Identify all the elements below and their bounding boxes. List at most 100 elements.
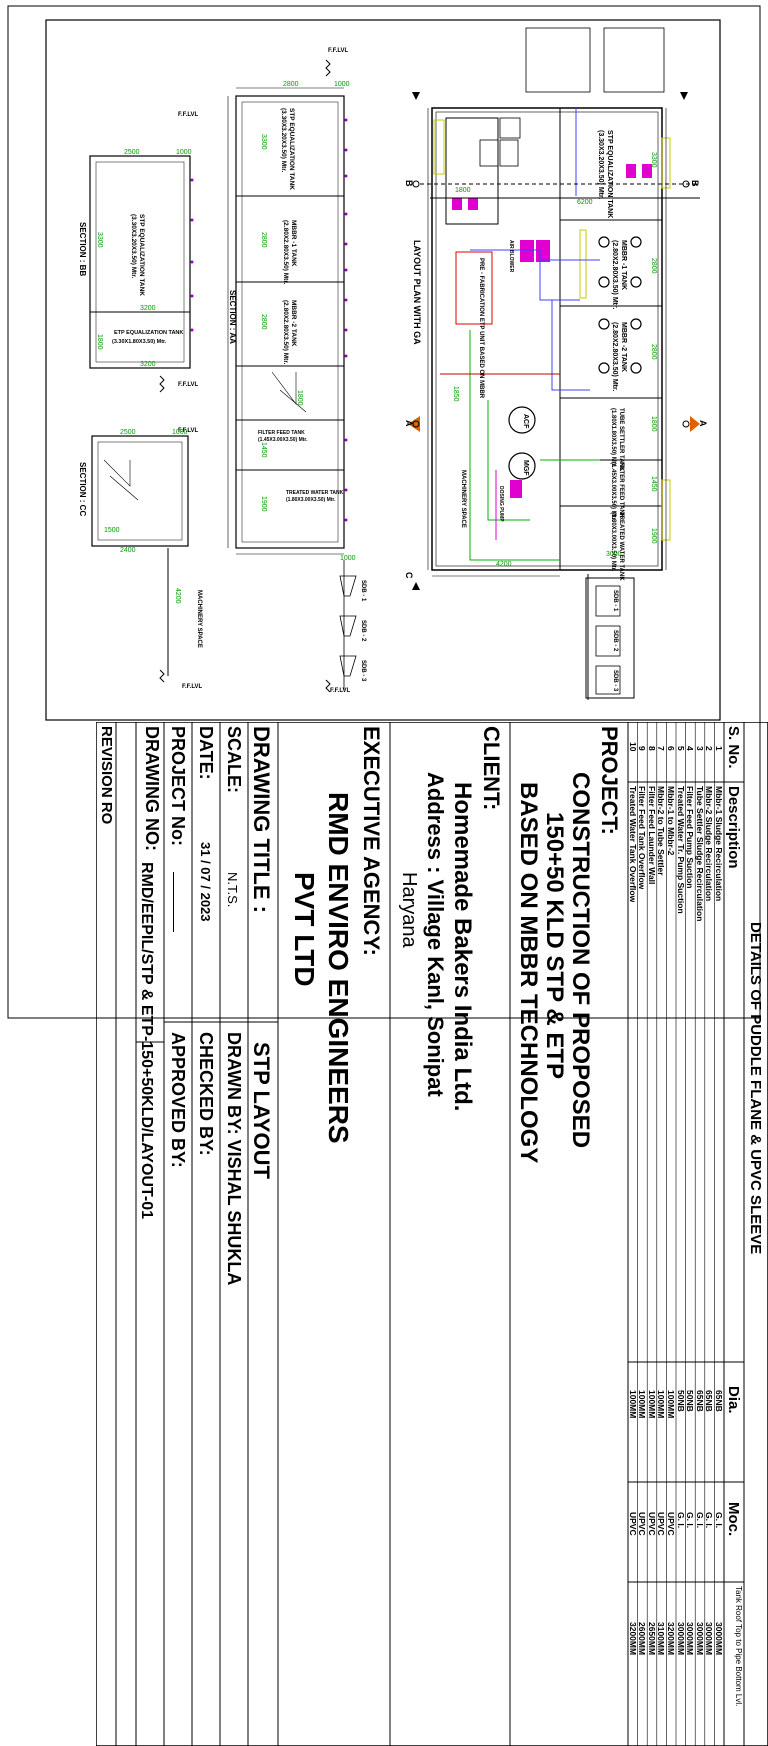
drawing-title-label: DRAWING TITLE :	[249, 726, 274, 913]
approved-by: APPROVED BY:	[168, 1032, 188, 1168]
row-moc: UPVC	[637, 1512, 648, 1536]
aa-mbbr2: MBBR -2 TANK	[290, 300, 297, 347]
section-aa-dimensions: 2800 1000 3300 2800 2800 1800 1450 1900 …	[260, 81, 356, 562]
stp-eq-dim: (3.30X3.20X3.50) Mtr.	[597, 130, 604, 199]
row-moc: UPVC	[627, 1512, 638, 1536]
row-moc: G. I.	[714, 1512, 724, 1529]
bb-dim-3200: 3200	[140, 305, 156, 312]
puddle-row: 4 Filter Feed Pump Suction 50NB G. I. 30…	[685, 722, 696, 1746]
cc-dim-4200: 4200	[174, 588, 181, 604]
client-state: Haryana	[398, 872, 420, 948]
aa-dim-2800-b: 2800	[260, 232, 267, 248]
row-no: 5	[675, 746, 686, 751]
dim-4200: 4200	[496, 561, 512, 568]
sdb-3-label: SDB - 3	[612, 670, 618, 692]
aa-mbbr1-dim: (2.80X2.80X3.50) Mtr.	[282, 220, 289, 285]
mbbr1-label: MBBR -1 TANK	[620, 240, 627, 290]
section-cc-title: SECTION : CC	[78, 462, 87, 516]
bb-stp-eq: STP EQUALIZATION TANK	[138, 214, 145, 296]
drawn-by: DRAWN BY: VISHAL SHUKLA	[224, 1032, 244, 1286]
title-block: DETAILS OF PUDDLE FLANE & UPVC SLEEVE S.…	[96, 722, 768, 1746]
aa-treated-water: TREATED WATER TANK	[286, 490, 344, 496]
cc-ffl: F.F.LVL	[178, 428, 199, 434]
puddle-row: 10 Treated Water Tank Overflow 100MM UPV…	[628, 722, 638, 1746]
layout-plan	[408, 27, 700, 700]
aa-sdb-2: SDB - 2	[360, 620, 366, 642]
bb-ffl-b: F.F.LVL	[178, 382, 199, 388]
dim-6200: 6200	[577, 199, 593, 206]
bb-etp-eq-dim: (3.30X1.80X3.50) Mtr.	[112, 339, 167, 345]
row-dia: 100MM	[666, 1390, 676, 1419]
filter-feed-label: FILTER FEED TANK	[618, 462, 624, 519]
bb-ffl: F.F.LVL	[178, 112, 199, 118]
row-lvl: 2650MM	[646, 1622, 657, 1656]
row-dia: 100MM	[637, 1390, 648, 1419]
machinery-space-label: MACHINERY SPACE	[460, 470, 466, 528]
section-aa-labels: SECTION : AA STP EQUALIZATION TANK (3.30…	[228, 48, 366, 694]
acf-label: ACF	[522, 414, 529, 429]
cc-dim-2500: 2500	[120, 429, 136, 436]
project-no-dash	[173, 872, 184, 932]
row-no: 1	[714, 746, 724, 751]
dim-1850: 1850	[452, 386, 459, 402]
row-lvl: 3000MM	[714, 1622, 724, 1656]
row-moc: G. I.	[675, 1512, 686, 1529]
aa-filter-feed: FILTER FEED TANK	[258, 430, 305, 436]
aa-dim-2800: 2800	[283, 81, 299, 88]
scale-label: SCALE:	[224, 726, 244, 793]
tube-settler-dim: (1.80X1.80X3.50) Mtr.	[610, 408, 616, 468]
dim-1800-a: 1800	[650, 416, 657, 432]
col-moc: Moc.	[725, 1502, 742, 1537]
row-no: 8	[646, 746, 657, 751]
row-dia: 50NB	[675, 1390, 686, 1412]
stp-eq-label: STP EQUALIZATION TANK	[606, 130, 613, 218]
row-no: 4	[685, 746, 696, 751]
puddle-row: 9 Filter Feed Tank Overflow 100MM UPVC 2…	[637, 722, 648, 1746]
aa-dim-1000: 1000	[334, 81, 350, 88]
row-no: 6	[666, 746, 676, 751]
aa-mbbr1: MBBR -1 TANK	[290, 220, 297, 267]
sdb-2-label: SDB - 2	[612, 630, 618, 652]
aa-ffl-top: F.F.LVL	[328, 48, 349, 54]
row-dia: 65NB	[704, 1390, 715, 1412]
col-sno: S. No.	[725, 726, 742, 769]
row-lvl: 3000MM	[694, 1622, 705, 1656]
cc-ffl-b: F.F.LVL	[182, 684, 203, 690]
puddle-row: 2 Mbbr-2 Sludge Recirculation 65NB G. I.…	[704, 722, 715, 1746]
row-lvl: 3200MM	[666, 1622, 676, 1656]
row-dia: 100MM	[656, 1390, 667, 1419]
row-moc: UPVC	[646, 1512, 657, 1536]
dim-2800-b: 2800	[650, 344, 657, 360]
row-desc: Treated Water Tank Overflow	[627, 786, 638, 903]
row-no: 3	[694, 746, 705, 751]
project-label: PROJECT:	[597, 726, 622, 835]
row-dia: 65NB	[714, 1390, 724, 1412]
aa-sdb-3: SDB - 3	[360, 660, 366, 682]
aa-dim-1900: 1900	[260, 496, 267, 512]
puddle-row: 7 Mbbr-2 to Tube Settler 100MM UPVC 3100…	[656, 722, 667, 1746]
agency-label: EXECUTIVE AGENCY:	[359, 726, 384, 956]
row-lvl: 3000MM	[685, 1622, 696, 1656]
marker-b-right: B	[690, 180, 700, 187]
row-lvl: 2600MM	[637, 1622, 648, 1656]
date-value: 31 / 07 / 2023	[198, 842, 213, 922]
puddle-row: 1 Mbbr-1 Sludge Recirculation 65NB G. I.…	[714, 722, 724, 1746]
col-level: Tank Roof Top to Pipe Bottom Lvl.	[734, 1586, 743, 1707]
layout-plan-title: LAYOUT PLAN WITH GA	[412, 240, 422, 345]
row-desc: Filter Feed Launder Wall	[646, 786, 657, 885]
section-aa	[227, 59, 357, 693]
section-aa-title: SECTION : AA	[228, 290, 237, 344]
col-description: Description	[725, 786, 742, 869]
row-dia: 100MM	[627, 1390, 638, 1419]
row-desc: Mbbr-2 to Tube Settler	[656, 786, 667, 876]
sdb-1-label: SDB - 1	[612, 590, 618, 612]
aa-dim-1800: 1800	[296, 390, 303, 406]
row-moc: G. I.	[704, 1512, 715, 1529]
drawing-title: STP LAYOUT	[249, 1042, 274, 1179]
aa-treated-water-dim: (1.80X3.00X3.50) Mtr.	[286, 497, 336, 503]
plan-labels: LAYOUT PLAN WITH GA STP EQUALIZATION TAN…	[404, 130, 708, 692]
row-moc: UPVC	[656, 1512, 667, 1536]
mbbr2-dim: (2.80X2.80X3.50) Mtr.	[611, 322, 618, 391]
row-no: 10	[627, 742, 638, 752]
agency-line-1: RMD ENVIRO ENGINEERS	[323, 792, 354, 1144]
